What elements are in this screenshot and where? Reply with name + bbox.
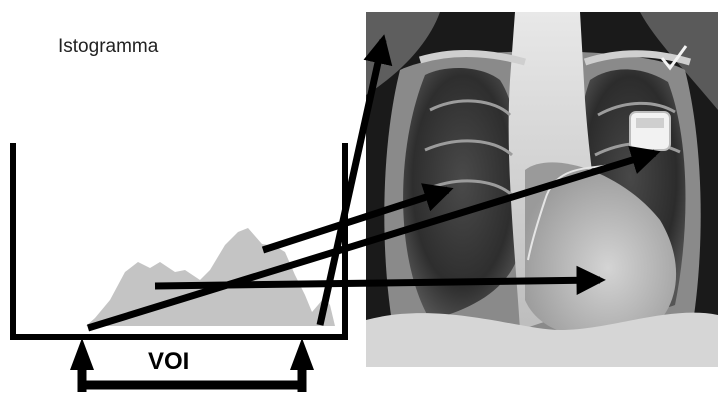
voi-arrow-left	[70, 338, 94, 370]
histogram-title: Istogramma	[58, 36, 158, 58]
voi-arrow-right	[290, 338, 314, 370]
voi-label: VOI	[148, 348, 189, 376]
histogram-curve	[86, 228, 335, 326]
voi-bracket	[70, 338, 314, 392]
